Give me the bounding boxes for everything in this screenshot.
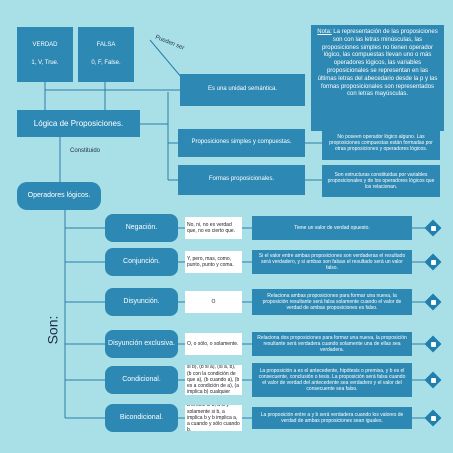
operator-name: Bicondicional. — [105, 404, 178, 432]
operator-words: a si sólo si b, a si y solamente si b, a… — [185, 405, 242, 431]
operator-description: Tiene un valor de verdad opuesto. — [252, 216, 412, 240]
diamond-inner-icon — [430, 299, 436, 305]
truth-false-box: FALSA 0, F, False. — [78, 27, 134, 82]
diamond-marker-icon — [423, 408, 443, 428]
operator-name: Conjunción. — [105, 248, 178, 276]
truth-true-values: 1, V, True. — [31, 59, 59, 66]
operator-description: La proposición a es el antecedente, hipó… — [252, 363, 412, 397]
operator-name: Negación. — [105, 214, 178, 242]
truth-false-values: 0, F, False. — [91, 59, 121, 66]
diamond-marker-icon — [423, 218, 443, 238]
son-label: Son: — [44, 315, 60, 345]
operator-words: O, o sólo, o solamente. — [185, 333, 242, 355]
constituido-label: Constituido — [70, 148, 101, 154]
truth-true-title: VERDAD — [32, 42, 58, 49]
diamond-inner-icon — [430, 415, 436, 421]
operator-description: Si el valor entre ambas proposiciones so… — [252, 250, 412, 274]
diamond-inner-icon — [430, 377, 436, 383]
operator-name: Disyunción. — [105, 288, 178, 316]
simple-compound-box: Proposiciones simples y compuestas. — [178, 129, 305, 157]
operator-name: Disyunción exclusiva. — [105, 330, 178, 358]
operator-name: Condicional. — [105, 366, 178, 394]
operator-words: Y, pero, mas, como, punto, punto y coma. — [185, 251, 242, 273]
main-topic-box: Lógica de Proposiciones. — [17, 110, 140, 137]
semantic-unit-box: Es una unidad semántica. — [180, 74, 305, 106]
operators-title-box: Operadores lógicos. — [17, 182, 101, 210]
diamond-marker-icon — [423, 292, 443, 312]
operator-words: O — [185, 291, 242, 313]
note-text: La representación de las proposiciones s… — [317, 29, 438, 98]
note-box: Nota: La representación de las proposici… — [311, 25, 444, 131]
truth-true-box: VERDAD 1, V, True. — [17, 27, 73, 82]
operator-description: Relaciona ambas proposiciones para forma… — [252, 289, 412, 315]
diamond-inner-icon — [430, 341, 436, 347]
operator-description: La proposición entre a y b será verdader… — [252, 407, 412, 429]
connector-pueden-ser — [149, 39, 183, 79]
diamond-marker-icon — [423, 334, 443, 354]
operator-words: (Si a, entonces b), (a sólo si b), (a so… — [185, 365, 242, 395]
son-label-wrap: Son: — [32, 310, 72, 350]
simple-compound-desc: No poseen operador lógico alguno. Las pr… — [322, 126, 440, 160]
prop-forms-box: Formas proposicionales. — [178, 165, 305, 195]
truth-false-title: FALSA — [96, 42, 116, 49]
note-prefix: Nota: — [317, 29, 332, 35]
prop-forms-desc: Son estructuras constituidas por variabl… — [322, 165, 440, 197]
diamond-inner-icon — [430, 225, 436, 231]
diamond-inner-icon — [430, 259, 436, 265]
diamond-marker-icon — [423, 252, 443, 272]
operator-description: Relaciona dos proposiciones para formar … — [252, 332, 412, 356]
diamond-marker-icon — [423, 370, 443, 390]
operator-words: No, ni, no es verdad que, no es cierto q… — [185, 217, 242, 239]
